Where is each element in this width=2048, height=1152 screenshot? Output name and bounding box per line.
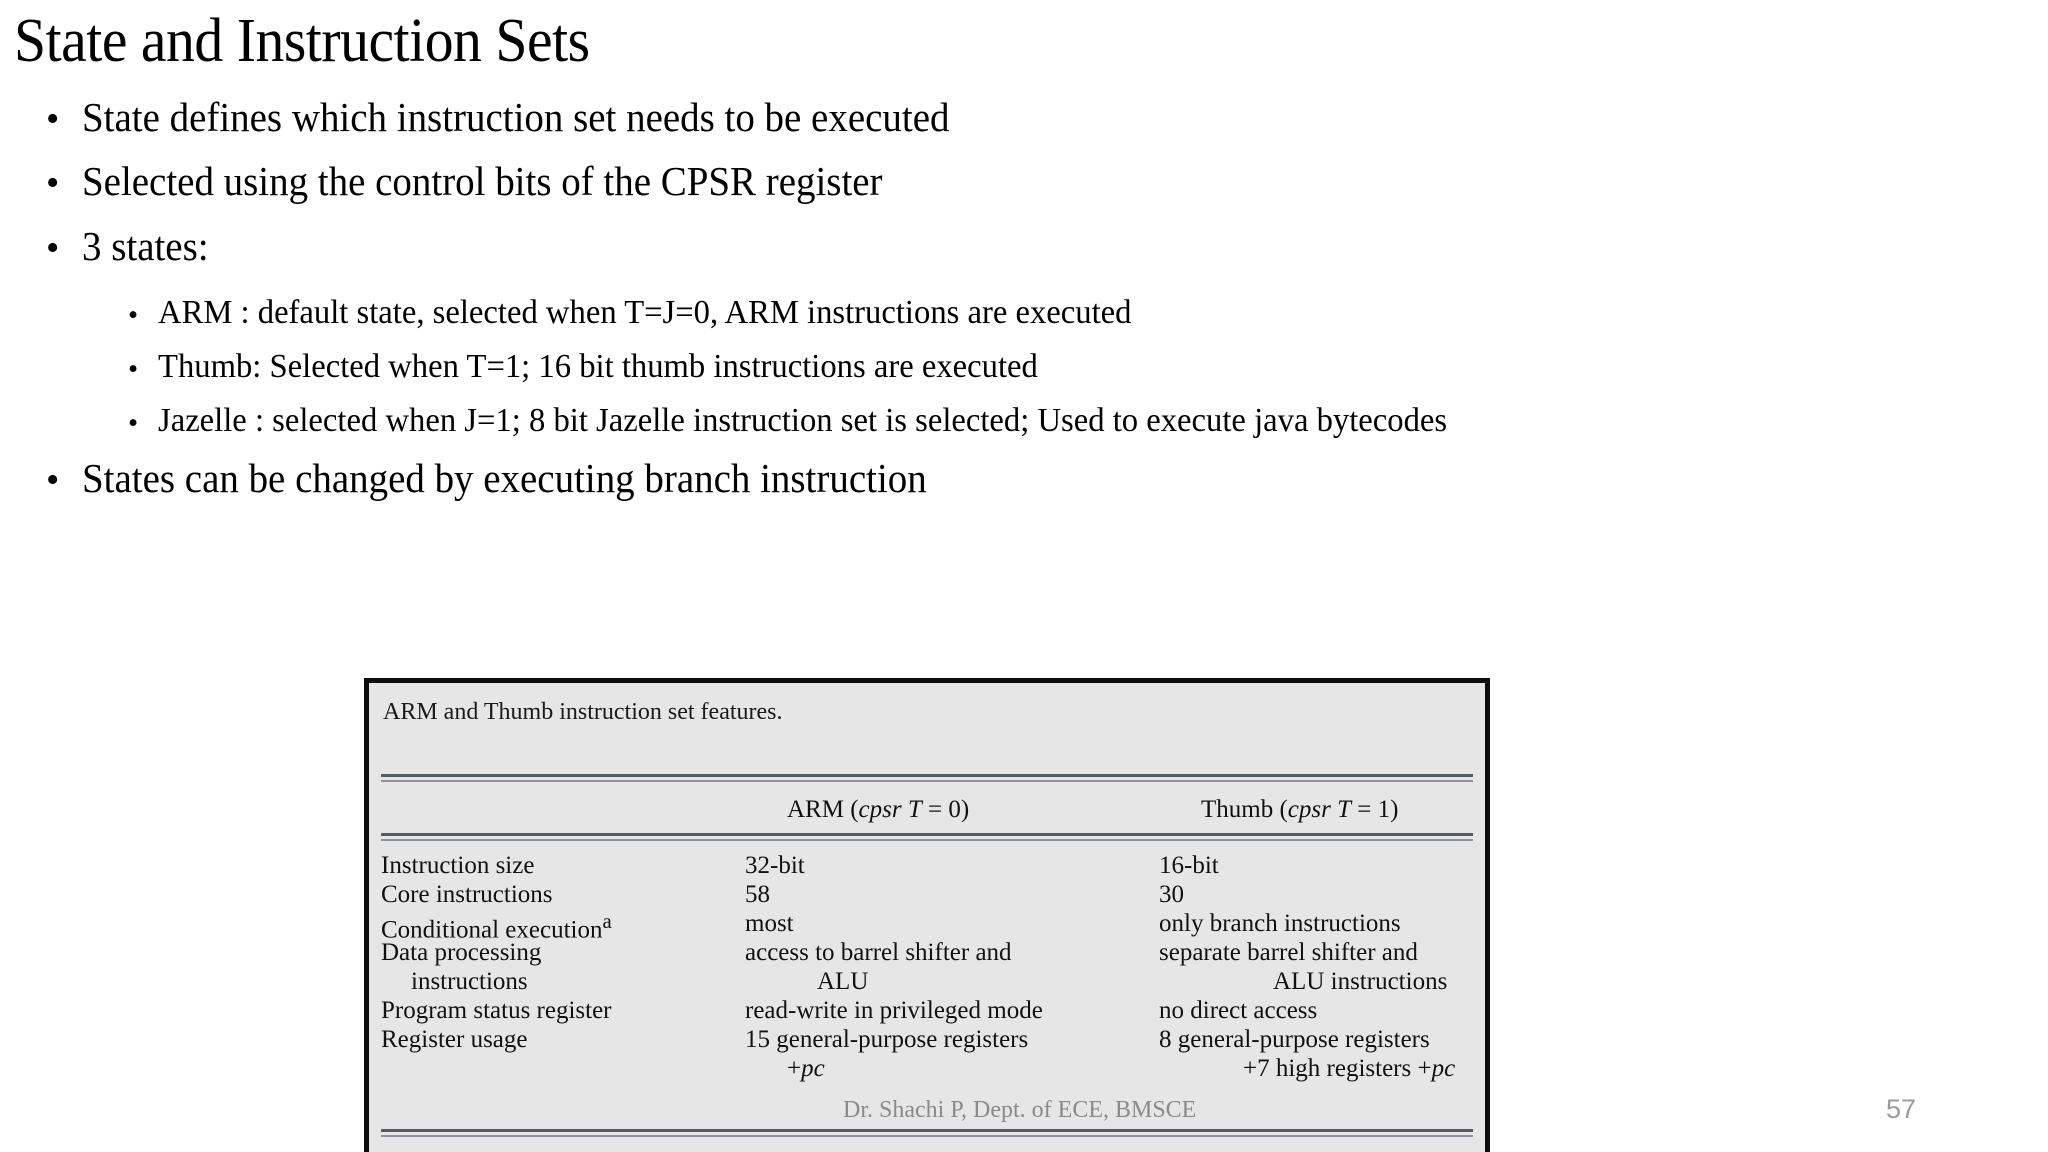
row-feature	[381, 1055, 745, 1084]
row-arm: most	[745, 910, 794, 937]
bullet-marker-icon: •	[46, 226, 60, 269]
list-item-text: ARM : default state, selected when T=J=0…	[158, 294, 1132, 332]
list-item: • 3 states:	[0, 222, 2048, 269]
row-feature: Register usage	[381, 1026, 528, 1053]
row-feature: Data processing	[381, 939, 542, 966]
row-feature: Conditional executiona	[381, 909, 745, 943]
table-rule-top-thin	[381, 780, 1473, 782]
table-header-arm-italic: cpsr T	[858, 796, 922, 823]
table-row: Instruction size 32-bit 16-bit	[381, 852, 1473, 881]
table-header-thumb-italic: cpsr T	[1287, 796, 1352, 823]
row-thumb: ALU instructions	[1273, 968, 1448, 995]
footer-text: Dr. Shachi P, Dept. of ECE, BMSCE	[843, 1097, 1197, 1123]
list-item: • State defines which instruction set ne…	[0, 94, 2048, 140]
list-item-text: Jazelle : selected when J=1; 8 bit Jazel…	[158, 402, 1448, 440]
row-arm-italic: pc	[801, 1055, 825, 1082]
table-header-arm: ARM (cpsr T = 0)	[745, 796, 1201, 824]
bullet-marker-icon: •	[46, 162, 60, 205]
table-header-thumb-suffix: = 1)	[1351, 796, 1399, 823]
row-feature-footnote-marker: a	[602, 909, 612, 933]
list-item-text: 3 states:	[82, 222, 209, 269]
list-item-text: Thumb: Selected when T=1; 16 bit thumb i…	[158, 348, 1038, 386]
bullet-marker-icon: •	[128, 299, 139, 332]
bullet-list: • State defines which instruction set ne…	[0, 94, 2048, 513]
table-rule-bottom-thin	[381, 1135, 1473, 1137]
list-item: • Thumb: Selected when T=1; 16 bit thumb…	[0, 349, 2048, 385]
table-rule-bottom	[381, 1129, 1473, 1132]
row-arm: ALU	[817, 968, 869, 995]
list-item: • States can be changed by executing bra…	[0, 455, 2048, 502]
list-item-text: State defines which instruction set need…	[82, 94, 950, 140]
row-thumb: 8 general-purpose registers	[1159, 1026, 1430, 1053]
list-item: • Jazelle : selected when J=1; 8 bit Jaz…	[0, 403, 2048, 439]
comparison-table: ARM (cpsr T = 0) Thumb (cpsr T = 1) Inst…	[381, 787, 1473, 1084]
bullet-marker-icon: •	[128, 407, 139, 440]
table-header-arm-suffix: = 0)	[921, 796, 970, 823]
table-header-thumb: Thumb (cpsr T = 1)	[1201, 796, 1473, 824]
table-row: Conditional executiona most only branch …	[381, 909, 1473, 943]
list-item-text: Selected using the control bits of the C…	[82, 158, 883, 205]
bullet-marker-icon: •	[128, 353, 139, 386]
row-arm: 32-bit	[745, 852, 805, 879]
table-rule-top	[381, 774, 1473, 777]
row-feature: Instruction size	[381, 852, 535, 879]
table-row: instructions ALU ALU instructions	[381, 968, 1473, 997]
row-arm: +pc	[745, 1055, 1201, 1084]
row-arm: access to barrel shifter and	[745, 939, 1012, 966]
table-rule-header	[381, 833, 1473, 836]
row-thumb-italic: pc	[1431, 1055, 1456, 1082]
row-feature: instructions	[411, 968, 528, 995]
table-row: +pc +7 high registers +pc	[381, 1055, 1473, 1084]
bullet-marker-icon: •	[46, 98, 60, 140]
row-arm: 15 general-purpose registers	[745, 1026, 1029, 1053]
page-number: 57	[1886, 1094, 1917, 1124]
row-arm: read-write in privileged mode	[745, 997, 1043, 1024]
figure-caption: ARM and Thumb instruction set features.	[383, 699, 783, 725]
table-row: Data processing access to barrel shifter…	[381, 939, 1473, 968]
row-feature: Program status register	[381, 997, 612, 1024]
list-item-text: States can be changed by executing branc…	[82, 455, 927, 502]
table-row: Program status register read-write in pr…	[381, 997, 1473, 1026]
row-arm: 58	[745, 881, 770, 908]
table-rule-header-thin	[381, 839, 1473, 841]
row-thumb: separate barrel shifter and	[1159, 939, 1418, 966]
list-item: • ARM : default state, selected when T=J…	[0, 295, 2048, 331]
row-thumb: 30	[1159, 881, 1184, 908]
list-item: • Selected using the control bits of the…	[0, 158, 2048, 205]
table-header-thumb-prefix: Thumb (	[1201, 796, 1288, 823]
table-header-row: ARM (cpsr T = 0) Thumb (cpsr T = 1)	[381, 787, 1473, 833]
row-thumb-plus: +7 high registers +	[1243, 1055, 1432, 1082]
row-arm-plus: +	[787, 1055, 802, 1082]
table-row: Core instructions 58 30	[381, 881, 1473, 910]
row-thumb: 16-bit	[1159, 852, 1219, 879]
row-thumb: only branch instructions	[1159, 910, 1401, 937]
row-thumb: +7 high registers +pc	[1201, 1055, 1473, 1084]
row-thumb: no direct access	[1159, 997, 1318, 1024]
page-title: State and Instruction Sets	[14, 7, 590, 75]
row-feature: Core instructions	[381, 881, 553, 908]
instruction-set-comparison-figure: ARM and Thumb instruction set features. …	[364, 678, 1490, 1152]
row-feature-text: Conditional execution	[381, 916, 603, 944]
bullet-marker-icon: •	[46, 459, 60, 502]
table-row: Register usage 15 general-purpose regist…	[381, 1026, 1473, 1055]
table-header-arm-prefix: ARM (	[787, 796, 859, 823]
